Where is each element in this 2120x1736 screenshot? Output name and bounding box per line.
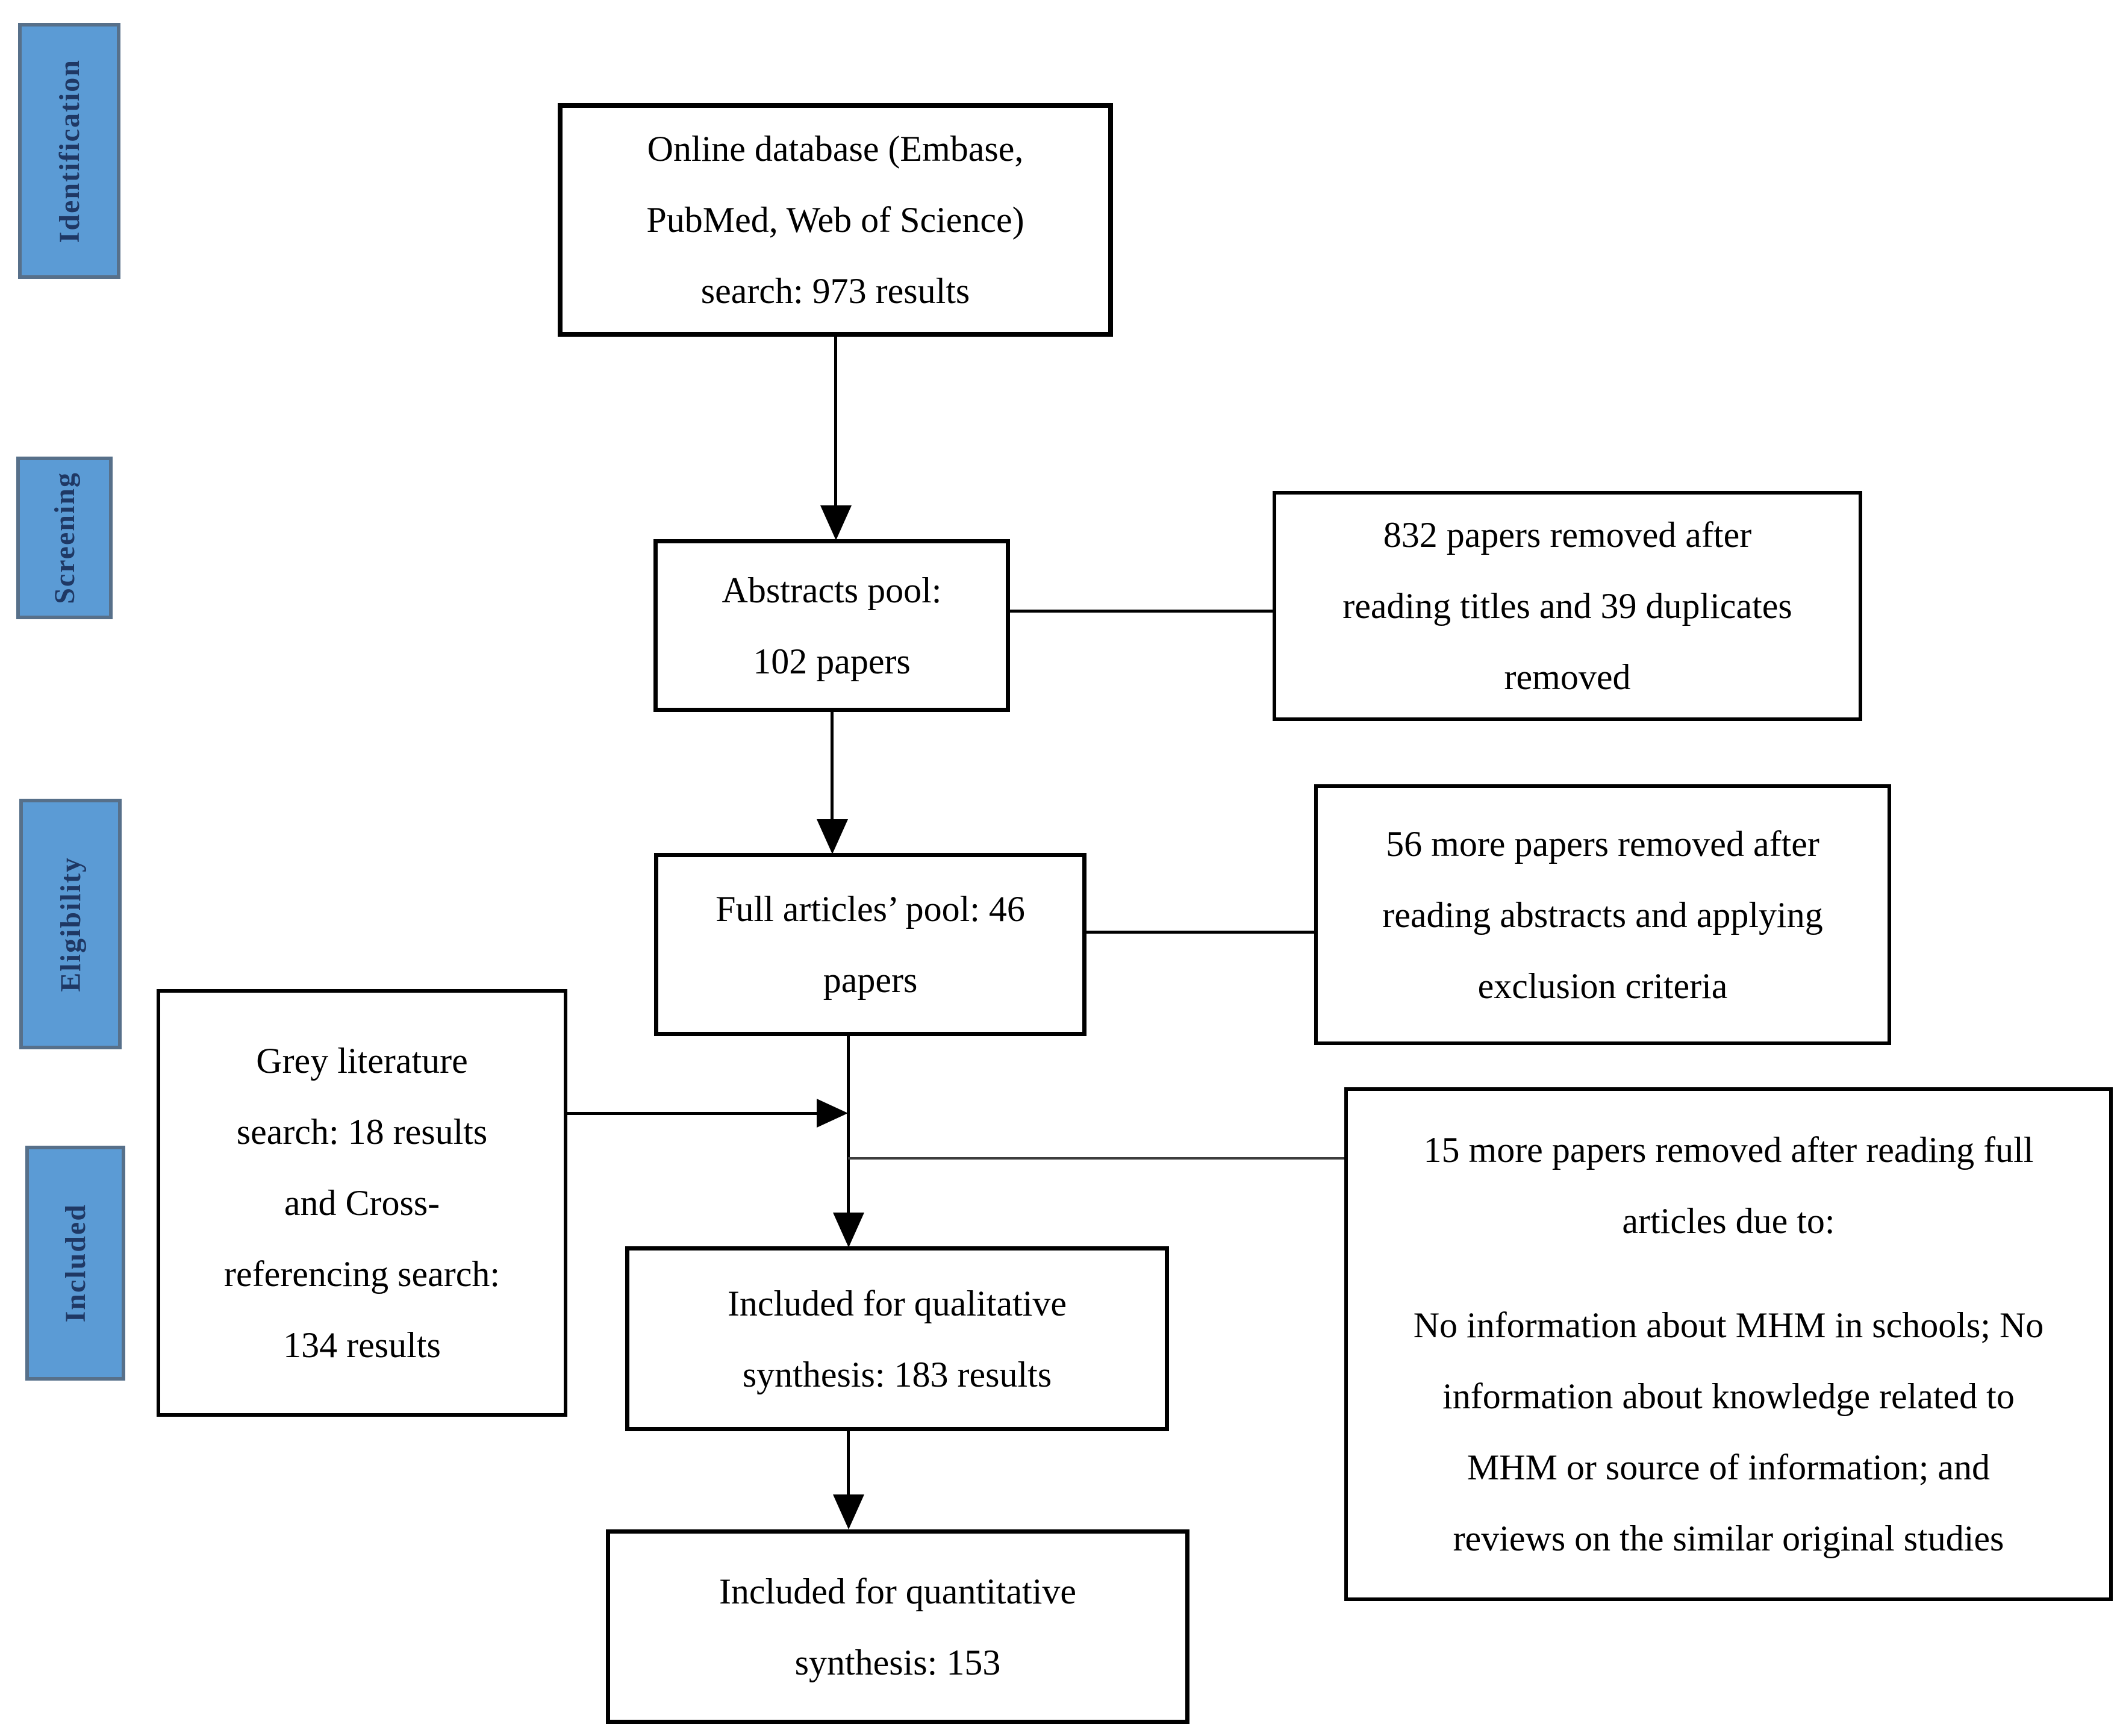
stage-box-screening: Screening <box>16 457 113 619</box>
flow-box-abstracts-removed: 56 more papers removed after reading abs… <box>1314 784 1891 1045</box>
abstracts-pool-text: Abstracts pool: 102 papers <box>722 570 942 681</box>
online-database-search-text: Online database (Embase, PubMed, Web of … <box>646 129 1024 311</box>
quantitative-synthesis-text: Included for quantitative synthesis: 153 <box>719 1571 1077 1682</box>
flow-box-qualitative-synthesis: Included for qualitative synthesis: 183 … <box>625 1246 1169 1431</box>
arrow-down-to-full-articles-icon <box>817 819 848 854</box>
abstracts-removed-text: 56 more papers removed after reading abs… <box>1382 823 1823 1006</box>
connector-grey-literature-to-trunk-line <box>567 1112 820 1115</box>
titles-removed-text: 832 papers removed after reading titles … <box>1342 515 1792 697</box>
connector-full-articles-to-abstracts-removed-line <box>1086 931 1314 934</box>
arrow-down-to-abstracts-icon <box>820 505 852 540</box>
flow-box-full-articles-pool: Full articles’ pool: 46 papers <box>654 853 1086 1036</box>
stage-box-identification: Identification <box>18 23 120 279</box>
flow-box-full-text-removed: 15 more papers removed after reading ful… <box>1344 1087 2113 1601</box>
arrow-right-grey-literature-icon <box>817 1099 848 1128</box>
connector-online-to-abstracts-line <box>834 337 837 509</box>
connector-trunk-to-full-text-removed-line <box>848 1157 1344 1160</box>
connector-qualitative-to-quantitative-line <box>847 1431 850 1496</box>
full-text-removed-reason-details: No information about MHM in schools; No … <box>1413 1305 2044 1558</box>
arrow-down-to-quantitative-icon <box>833 1494 864 1529</box>
full-articles-pool-text: Full articles’ pool: 46 papers <box>716 889 1025 1000</box>
stage-label-included: Included <box>59 1204 92 1323</box>
qualitative-synthesis-text: Included for qualitative synthesis: 183 … <box>727 1283 1067 1394</box>
flow-box-titles-removed: 832 papers removed after reading titles … <box>1273 491 1862 721</box>
stage-box-included: Included <box>25 1146 125 1381</box>
grey-literature-text: Grey literature search: 18 results and C… <box>223 1041 500 1365</box>
connector-abstracts-to-titles-removed-line <box>1010 610 1273 613</box>
flow-box-abstracts-pool: Abstracts pool: 102 papers <box>653 539 1010 712</box>
connector-abstracts-to-full-articles-line <box>831 712 834 823</box>
flow-box-quantitative-synthesis: Included for quantitative synthesis: 153 <box>606 1529 1189 1724</box>
arrow-down-to-qualitative-icon <box>833 1213 864 1247</box>
flow-box-online-database-search: Online database (Embase, PubMed, Web of … <box>558 103 1113 337</box>
stage-label-screening: Screening <box>48 472 81 604</box>
stage-box-eligibility: Eligibility <box>19 799 122 1049</box>
flow-box-grey-literature: Grey literature search: 18 results and C… <box>157 989 567 1417</box>
stage-label-eligibility: Eligibility <box>54 856 87 992</box>
connector-full-articles-to-qualitative-line <box>847 1036 850 1217</box>
stage-label-identification: Identification <box>53 58 86 243</box>
full-text-removed-reason-header: 15 more papers removed after reading ful… <box>1423 1130 2034 1241</box>
